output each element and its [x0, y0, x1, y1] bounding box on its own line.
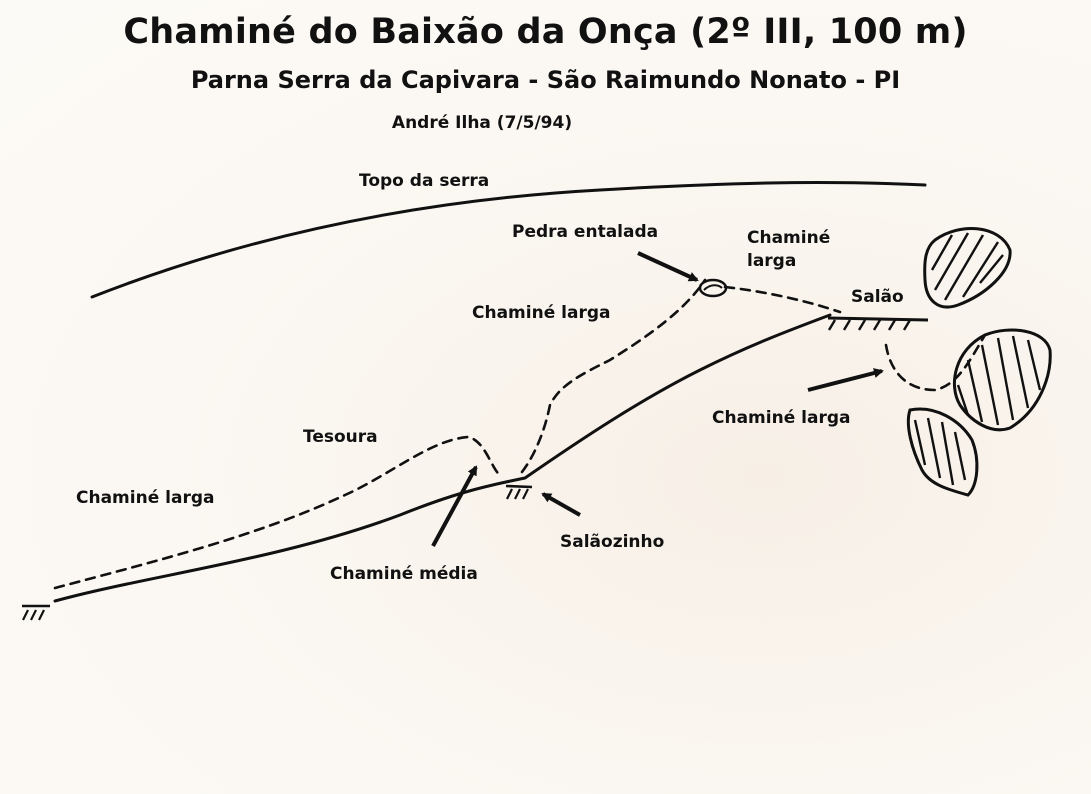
- label-chamine-media: Chaminé média: [330, 564, 478, 584]
- route-middle-dashed: [520, 278, 707, 474]
- label-pedra-entalada: Pedra entalada: [512, 222, 659, 242]
- salao-ledge-icon: [827, 316, 929, 331]
- route-right-dashed: [884, 333, 987, 392]
- base-ledge-icon: [22, 604, 50, 621]
- diagram-title: Chaminé do Baixão da Onça (2º III, 100 m…: [123, 12, 968, 52]
- label-salaozinho: Salãozinho: [560, 532, 665, 552]
- rock-face-profile: [53, 313, 832, 603]
- boulder-middle-icon: [952, 328, 1052, 432]
- label-topo-da-serra: Topo da serra: [359, 171, 490, 191]
- label-chamine-larga-right: Chaminé larga: [712, 408, 851, 428]
- arrow-chamine-media: [431, 465, 478, 547]
- arrow-salaozinho: [541, 492, 581, 517]
- ridge-top-line: [90, 181, 927, 299]
- label-tesoura: Tesoura: [303, 427, 378, 447]
- salaozinho-ledge-icon: [505, 484, 533, 500]
- boulder-upper-icon: [923, 227, 1012, 309]
- arrow-pedra-entalada: [637, 251, 699, 282]
- label-chamine-larga-mid: Chaminé larga: [472, 303, 611, 323]
- chockstone-icon: [698, 278, 728, 298]
- label-salao: Salão: [851, 287, 904, 307]
- label-chamine-larga-top-line1: Chaminé: [747, 228, 831, 248]
- route-upper-dashed: [723, 285, 842, 314]
- boulder-lower-icon: [906, 407, 979, 497]
- arrow-chamine-larga-right: [807, 368, 884, 392]
- label-chamine-larga-left: Chaminé larga: [76, 488, 215, 508]
- author-credit: André Ilha (7/5/94): [391, 113, 573, 133]
- route-lower-dashed: [53, 435, 502, 590]
- label-chamine-larga-top-line2: larga: [747, 251, 797, 271]
- diagram-subtitle: Parna Serra da Capivara - São Raimundo N…: [190, 66, 901, 94]
